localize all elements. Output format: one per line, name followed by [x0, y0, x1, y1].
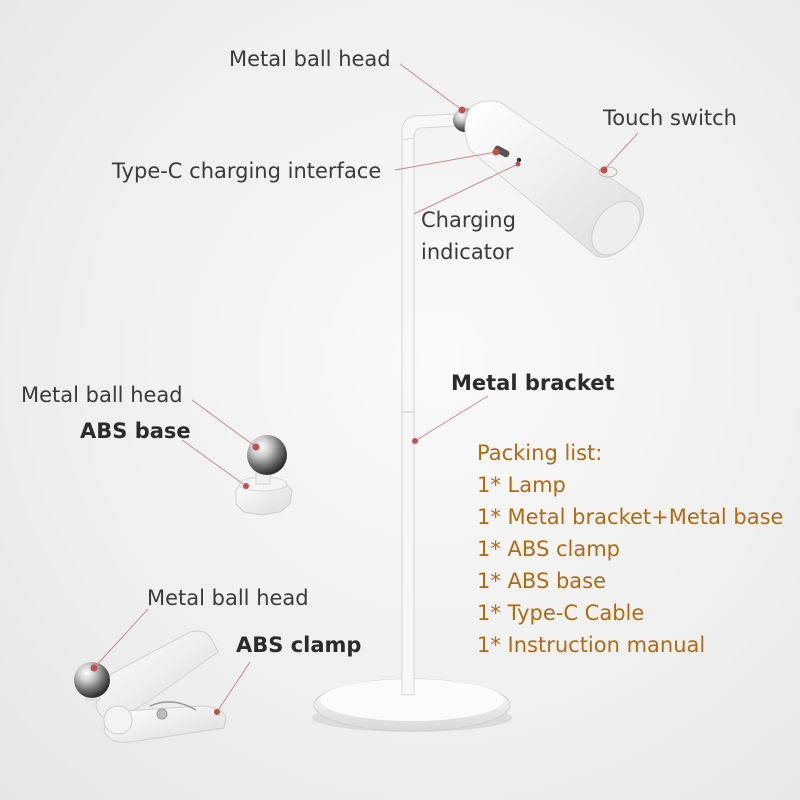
abs-clamp-product: [74, 630, 227, 743]
packing-list-item: 1* Metal bracket+Metal base: [477, 505, 784, 529]
clamp-ball-head-label: Metal ball head: [147, 586, 309, 610]
packing-list-item: 1* Type-C Cable: [477, 601, 645, 625]
abs-clamp-ball: [74, 662, 110, 698]
packing-list-item: 1* Lamp: [477, 473, 566, 497]
base-ball-head-label: Metal ball head: [21, 383, 183, 407]
packing-list-item: 1* Instruction manual: [477, 633, 706, 657]
packing-list-item: 1* ABS base: [477, 569, 607, 593]
lamp-ball-head-label: Metal ball head: [229, 47, 391, 71]
abs-base-label: ABS base: [80, 419, 191, 443]
lamp-pole: [401, 134, 415, 696]
charging-indicator-label-2: indicator: [421, 240, 514, 264]
charging-indicator-dot: [516, 157, 522, 163]
type-c-port: [494, 145, 510, 158]
touch-switch: [598, 166, 618, 178]
lamp-arm: [401, 113, 457, 141]
charging-indicator-label-1: Charging: [421, 208, 516, 232]
metal-bracket-label: Metal bracket: [451, 371, 615, 395]
abs-clamp-label: ABS clamp: [236, 633, 362, 657]
abs-base-ball: [247, 435, 287, 475]
abs-base-product: [235, 435, 293, 516]
packing-list-title: Packing list:: [477, 441, 603, 465]
type-c-label: Type-C charging interface: [112, 159, 382, 183]
touch-switch-label: Touch switch: [603, 106, 737, 130]
packing-list-item: 1* ABS clamp: [477, 537, 620, 561]
packing-list: Packing list: 1* Lamp 1* Metal bracket+M…: [477, 437, 783, 661]
